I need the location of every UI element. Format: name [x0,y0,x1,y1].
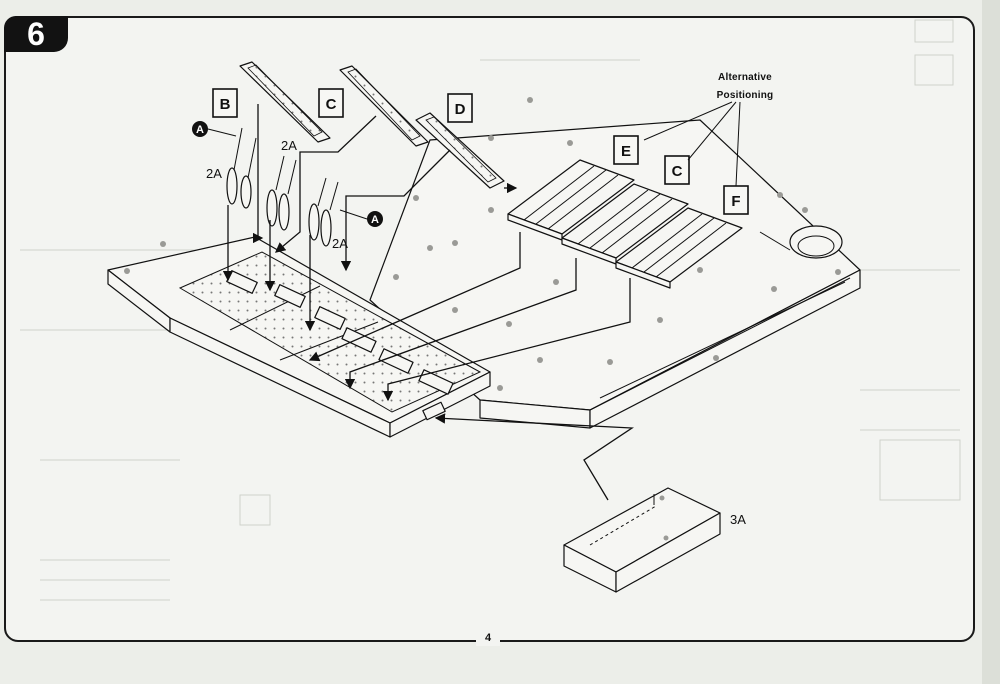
panel-c [339,65,429,147]
label-b-text: B [220,96,231,113]
qty-2a-mid: 2A [281,138,297,153]
alternative-note-line2: Positioning [717,90,774,101]
qty-2a-right: 2A [332,236,348,251]
qty-2a-left: 2A [206,166,222,181]
plank-boards [507,159,743,289]
assembly-arrows [222,104,655,505]
page-number: 4 [476,630,500,646]
label-d-text: D [455,101,466,118]
label-b: B [212,88,238,118]
label-c-top: C [318,88,344,118]
qty-3a: 3A [730,512,746,527]
label-f-text: F [731,193,740,210]
label-e: E [613,135,639,165]
callout-a-left-text: A [196,124,204,136]
brush-figures [226,127,339,247]
block-3a [563,487,721,593]
plank-f [615,207,743,289]
label-c-alt-text: C [672,163,683,180]
callout-a-left: A [192,121,237,137]
page-edge [982,0,1000,684]
label-c-top-text: C [326,96,337,113]
label-e-text: E [621,143,631,160]
part-labels: B C D E C F [212,88,749,215]
callout-a-right-text: A [371,214,379,226]
callout-a-right: A [339,209,383,227]
step-number: 6 [4,16,68,52]
perforated-deck [107,236,491,438]
grille-panels [239,61,505,189]
label-c-alt: C [664,155,690,185]
label-d: D [447,93,473,123]
panel-d [415,112,505,189]
plank-c [561,183,689,265]
panel-b [239,61,331,143]
socket-row [226,270,454,395]
plank-e [507,159,635,241]
label-f: F [723,185,749,215]
alternative-note-line1: Alternative [718,72,772,83]
